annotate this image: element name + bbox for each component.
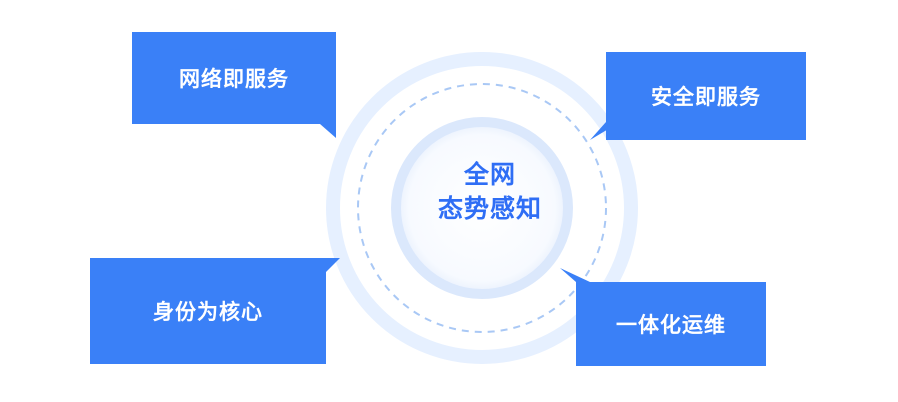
inner-disc: [391, 117, 573, 299]
box-network-as-service: 网络即服务: [132, 32, 336, 124]
box-integrated-ops: 一体化运维: [576, 282, 766, 366]
center-title-line1: 全网: [463, 160, 516, 189]
box-label: 身份为核心: [153, 300, 263, 324]
box-label: 网络即服务: [179, 67, 289, 91]
center-title: 全网 态势感知: [400, 158, 580, 226]
callout-tail-top-left: [320, 124, 336, 138]
outer-ring: [326, 52, 638, 364]
box-identity-core: 身份为核心: [90, 258, 326, 364]
dashed-ring: [357, 83, 607, 333]
callout-tail-bottom-right: [560, 268, 590, 282]
box-security-as-service: 安全即服务: [606, 52, 806, 140]
center-title-line2: 态势感知: [437, 194, 542, 223]
box-label: 安全即服务: [651, 85, 761, 109]
callout-tail-bottom-left: [326, 258, 340, 272]
box-label: 一体化运维: [616, 313, 726, 337]
